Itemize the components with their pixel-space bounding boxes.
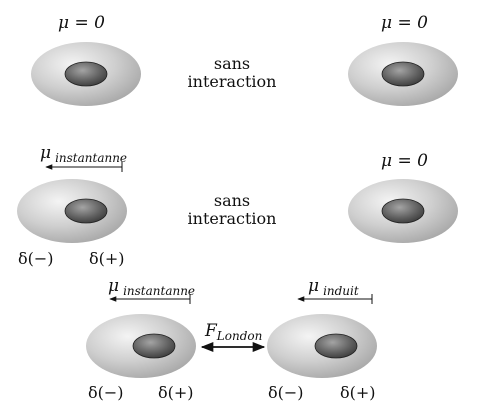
atom-row3-left: μ instantanne δ(−) δ(+) xyxy=(86,276,196,402)
dipole-subscript: induit xyxy=(323,284,359,298)
atom-row2-right: μ = 0 xyxy=(348,151,458,243)
middle-line2-row1: interaction xyxy=(188,72,277,91)
dipole-label-row2-left: μ instantanne xyxy=(40,143,127,165)
dipole-label-row1-left: μ = 0 xyxy=(58,13,105,33)
london-force: FLondon xyxy=(200,321,266,353)
dipole-symbol: μ xyxy=(40,143,51,163)
nucleus xyxy=(64,61,108,87)
dipole-subscript: instantanne xyxy=(55,151,127,165)
nucleus xyxy=(381,61,425,87)
force-symbol: F xyxy=(204,321,218,341)
dipole-symbol: μ xyxy=(308,276,319,296)
partial-charge-positive: δ(+) xyxy=(89,249,125,268)
middle-text-row1: sans interaction xyxy=(188,54,277,91)
dipole-symbol: μ xyxy=(108,276,119,296)
middle-line1-row2: sans xyxy=(214,191,250,210)
dipole-subscript: instantanne xyxy=(123,284,195,298)
partial-charge-negative: δ(−) xyxy=(18,249,54,268)
middle-line2-row2: interaction xyxy=(188,209,277,228)
dipole-label-row2-right: μ = 0 xyxy=(381,151,428,171)
nucleus xyxy=(64,198,108,224)
nucleus xyxy=(381,198,425,224)
dipole-label-row1-right: μ = 0 xyxy=(381,13,428,33)
london-force-label: FLondon xyxy=(204,321,262,343)
atom-row1-left: μ = 0 xyxy=(31,13,141,106)
partial-charge-positive: δ(+) xyxy=(340,383,376,402)
atom-row2-left: μ instantanne δ(−) δ(+) xyxy=(17,143,127,268)
partial-charge-negative: δ(−) xyxy=(88,383,124,402)
dipole-label-row3-left: μ instantanne xyxy=(108,276,195,298)
partial-charge-negative: δ(−) xyxy=(268,383,304,402)
row-1: μ = 0 sans interaction μ = 0 xyxy=(31,13,458,106)
atom-row1-right: μ = 0 xyxy=(348,13,458,106)
partial-charge-positive: δ(+) xyxy=(158,383,194,402)
middle-line1-row1: sans xyxy=(214,54,250,73)
middle-text-row2: sans interaction xyxy=(188,191,277,228)
force-subscript: London xyxy=(216,329,263,343)
nucleus xyxy=(314,333,358,359)
nucleus xyxy=(132,333,176,359)
